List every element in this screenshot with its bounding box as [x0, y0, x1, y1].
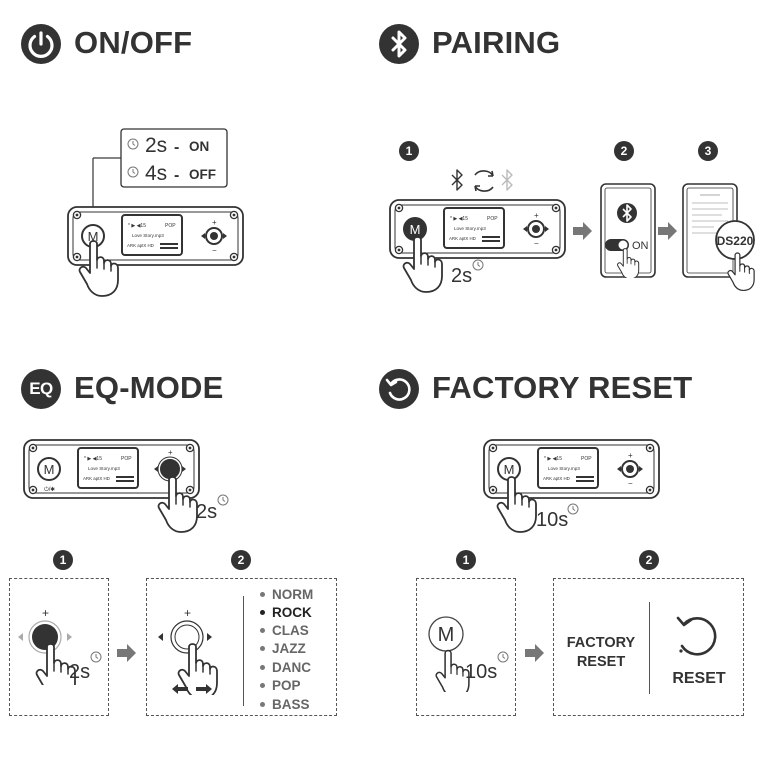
- svg-text:Love Story.mp3: Love Story.mp3: [454, 226, 486, 231]
- svg-text:Love Story.mp3: Love Story.mp3: [88, 466, 120, 471]
- reset-icon: [379, 369, 419, 409]
- svg-text:* ▶ ◀15: * ▶ ◀15: [450, 216, 468, 222]
- pairing-step-1: 1: [399, 141, 419, 161]
- eq-step-1: 1: [53, 550, 73, 570]
- arrow-right-icon: [117, 644, 136, 662]
- svg-text:M: M: [504, 462, 515, 477]
- phone-bluetooth-toggle: ON: [600, 183, 656, 278]
- svg-text:* ▶ ◀15: * ▶ ◀15: [84, 456, 102, 462]
- pairing-device-name: DS220: [717, 234, 754, 248]
- eq-mode-bass: BASS: [260, 697, 310, 712]
- reset-step-1: 1: [456, 550, 476, 570]
- pairing-hold-time: 2s: [451, 265, 473, 287]
- arrow-right-icon: [573, 222, 592, 240]
- eq-mode-rock: ROCK: [260, 605, 312, 620]
- bluetooth-icon: [379, 24, 419, 64]
- eq-icon: EQ: [21, 369, 61, 409]
- svg-text:* ▶ ◀15: * ▶ ◀15: [544, 456, 562, 462]
- eq-step1-knob: +: [18, 606, 76, 685]
- svg-text:ARK aptX HD: ARK aptX HD: [127, 243, 154, 248]
- svg-text:−: −: [628, 479, 633, 488]
- svg-text:POP: POP: [487, 216, 498, 222]
- svg-text:Love Story.mp3: Love Story.mp3: [548, 466, 580, 471]
- eq-mode-norm: NORM: [260, 587, 313, 602]
- pairing-title: PAIRING: [432, 25, 561, 60]
- reset-step1-hold: 10s: [465, 661, 498, 683]
- eq-mode-pop: POP: [260, 678, 301, 693]
- reset-step2-box: [553, 578, 744, 716]
- clock-icon: [567, 503, 579, 515]
- pairing-step-2: 2: [614, 141, 634, 161]
- svg-text:-: -: [174, 139, 179, 156]
- reset-step-2: 2: [639, 550, 659, 570]
- svg-text:+: +: [168, 448, 173, 457]
- svg-text:⏻/✱: ⏻/✱: [44, 486, 55, 493]
- svg-text:POP: POP: [121, 456, 132, 462]
- svg-text:M: M: [88, 229, 99, 244]
- clock-icon: [472, 259, 484, 271]
- svg-text:* ▶ ◀15: * ▶ ◀15: [128, 223, 146, 229]
- onoff-hold-off: 4s: [145, 162, 167, 185]
- reset-step1-button: M: [428, 616, 470, 692]
- bluetooth-sync-icon: [451, 169, 513, 192]
- onoff-state-on: ON: [189, 139, 209, 154]
- svg-text:POP: POP: [581, 456, 592, 462]
- arrow-right-icon: [525, 644, 544, 662]
- svg-text:-: -: [174, 167, 179, 184]
- eq-divider: [243, 596, 244, 706]
- pairing-step-3: 3: [698, 141, 718, 161]
- eq-step1-hold: 2s: [69, 661, 91, 683]
- reset-device: * ▶ ◀15 POP Love Story.mp3 ARK aptX HD +…: [483, 439, 660, 533]
- reset-divider: [649, 602, 650, 694]
- arrow-right-icon: [658, 222, 677, 240]
- eq-hold-time: 2s: [196, 501, 218, 523]
- eq-mode-jazz: JAZZ: [260, 641, 306, 656]
- reset-step1-box: [416, 578, 516, 716]
- svg-text:+: +: [184, 606, 191, 620]
- svg-text:ARK aptX HD: ARK aptX HD: [449, 236, 476, 241]
- svg-text:+: +: [534, 211, 539, 220]
- svg-text:M: M: [438, 624, 455, 646]
- onoff-title: ON/OFF: [74, 25, 193, 60]
- svg-text:−: −: [212, 246, 217, 255]
- svg-text:+: +: [212, 218, 217, 227]
- eq-step-2: 2: [231, 550, 251, 570]
- reset-label: RESET: [672, 670, 726, 687]
- svg-text:POP: POP: [165, 223, 176, 229]
- svg-text:+: +: [628, 451, 633, 460]
- svg-text:Love Story.mp3: Love Story.mp3: [132, 233, 164, 238]
- clock-icon: [90, 651, 102, 663]
- phone-device-list: DS220: [682, 183, 755, 292]
- power-icon: [21, 24, 61, 64]
- reset-title: FACTORY RESET: [432, 370, 693, 405]
- svg-text:M: M: [410, 222, 421, 237]
- eq-step2-knob: +: [158, 606, 218, 695]
- onoff-state-off: OFF: [189, 167, 216, 182]
- reset-hold-time: 10s: [536, 509, 569, 531]
- eq-title: EQ-MODE: [74, 370, 224, 405]
- onoff-callout: 2s - ON 4s - OFF: [92, 128, 228, 233]
- svg-text:ARK aptX HD: ARK aptX HD: [543, 476, 570, 481]
- eq-mode-clas: CLAS: [260, 623, 309, 638]
- onoff-hold-on: 2s: [145, 134, 167, 157]
- factory-reset-label: FACTORY RESET: [566, 635, 636, 670]
- svg-text:M: M: [44, 462, 55, 477]
- onoff-device: * ▶ ◀15 POP Love Story.mp3 ARK aptX HD +…: [67, 206, 244, 297]
- svg-text:+: +: [42, 606, 49, 620]
- clock-icon: [217, 494, 229, 506]
- pairing-device: * ▶ ◀15 POP Love Story.mp3 ARK aptX HD +…: [389, 199, 566, 293]
- svg-text:ARK aptX HD: ARK aptX HD: [83, 476, 110, 481]
- reset-arrow-icon: [676, 616, 717, 656]
- eq-step2-box: [146, 578, 337, 716]
- eq-device: * ▶ ◀15 POP Love Story.mp3 ARK aptX HD M…: [23, 439, 200, 533]
- eq-step1-box: [9, 578, 109, 716]
- eq-mode-danc: DANC: [260, 660, 311, 675]
- svg-text:−: −: [534, 239, 539, 248]
- svg-text:ON: ON: [632, 240, 649, 252]
- clock-icon: [497, 651, 509, 663]
